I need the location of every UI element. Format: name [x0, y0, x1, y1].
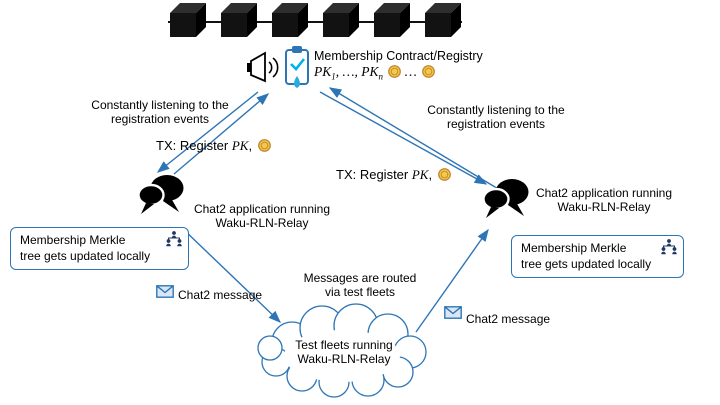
routed-label: Messages are routed via test fleets [303, 271, 417, 300]
envelope-icon-left [156, 285, 174, 298]
blockchain-cube-icon [170, 3, 206, 37]
chat-bubbles-icon-left [137, 173, 185, 216]
arrow-tx-right-to-contract [328, 87, 501, 191]
contract-title: Membership Contract/Registry [314, 49, 483, 63]
contract-clipboard-icon [285, 46, 309, 88]
coin-icon [388, 65, 402, 78]
chat-app-label-left: Chat2 application running Waku-RLN-Relay [193, 202, 331, 231]
merkle-box-right: Membership Merkle tree gets updated loca… [511, 235, 684, 279]
cloud-label: Test fleets running Waku-RLN-Relay [295, 338, 393, 367]
coin-icon [422, 65, 436, 78]
tx-register-label-left: TX: Register PK, [156, 138, 271, 154]
arrow-tx-left-to-contract [173, 93, 270, 175]
blockchain-cube-icon [221, 3, 257, 37]
listening-label-left: Constantly listening to the registration… [91, 98, 229, 127]
blockchain-cube-icon [272, 3, 308, 37]
coin-icon [257, 139, 271, 152]
blockchain-cube-icon [425, 3, 461, 37]
merkle-box-left: Membership Merkle tree gets updated loca… [10, 227, 189, 271]
listening-label-right: Constantly listening to the registration… [427, 103, 565, 132]
coin-icon [437, 168, 451, 181]
tx-register-label-right: TX: Register PK, [336, 167, 451, 183]
arrow-fleet-to-right-chat [415, 228, 489, 333]
chat2-message-label-right: Chat2 message [466, 312, 551, 326]
arrow-events-to-right-chat [319, 91, 488, 185]
chat-app-label-right: Chat2 application running Waku-RLN-Relay [535, 186, 673, 215]
chat2-message-label-left: Chat2 message [178, 288, 263, 302]
blockchain-cube-icon [323, 3, 359, 37]
pk-last: PK [361, 64, 379, 79]
group-icon [659, 238, 679, 261]
pk-list: PK1, …, PKn … [314, 64, 436, 82]
arrow-message-to-fleet [181, 227, 282, 323]
megaphone-icon [247, 51, 279, 83]
pk-first: PK [314, 64, 332, 79]
group-icon [164, 230, 184, 253]
envelope-icon-right [444, 306, 462, 319]
cloud-shape [257, 303, 427, 398]
arrow-events-to-left-chat [156, 91, 259, 173]
blockchain-cube-icon [374, 3, 410, 37]
